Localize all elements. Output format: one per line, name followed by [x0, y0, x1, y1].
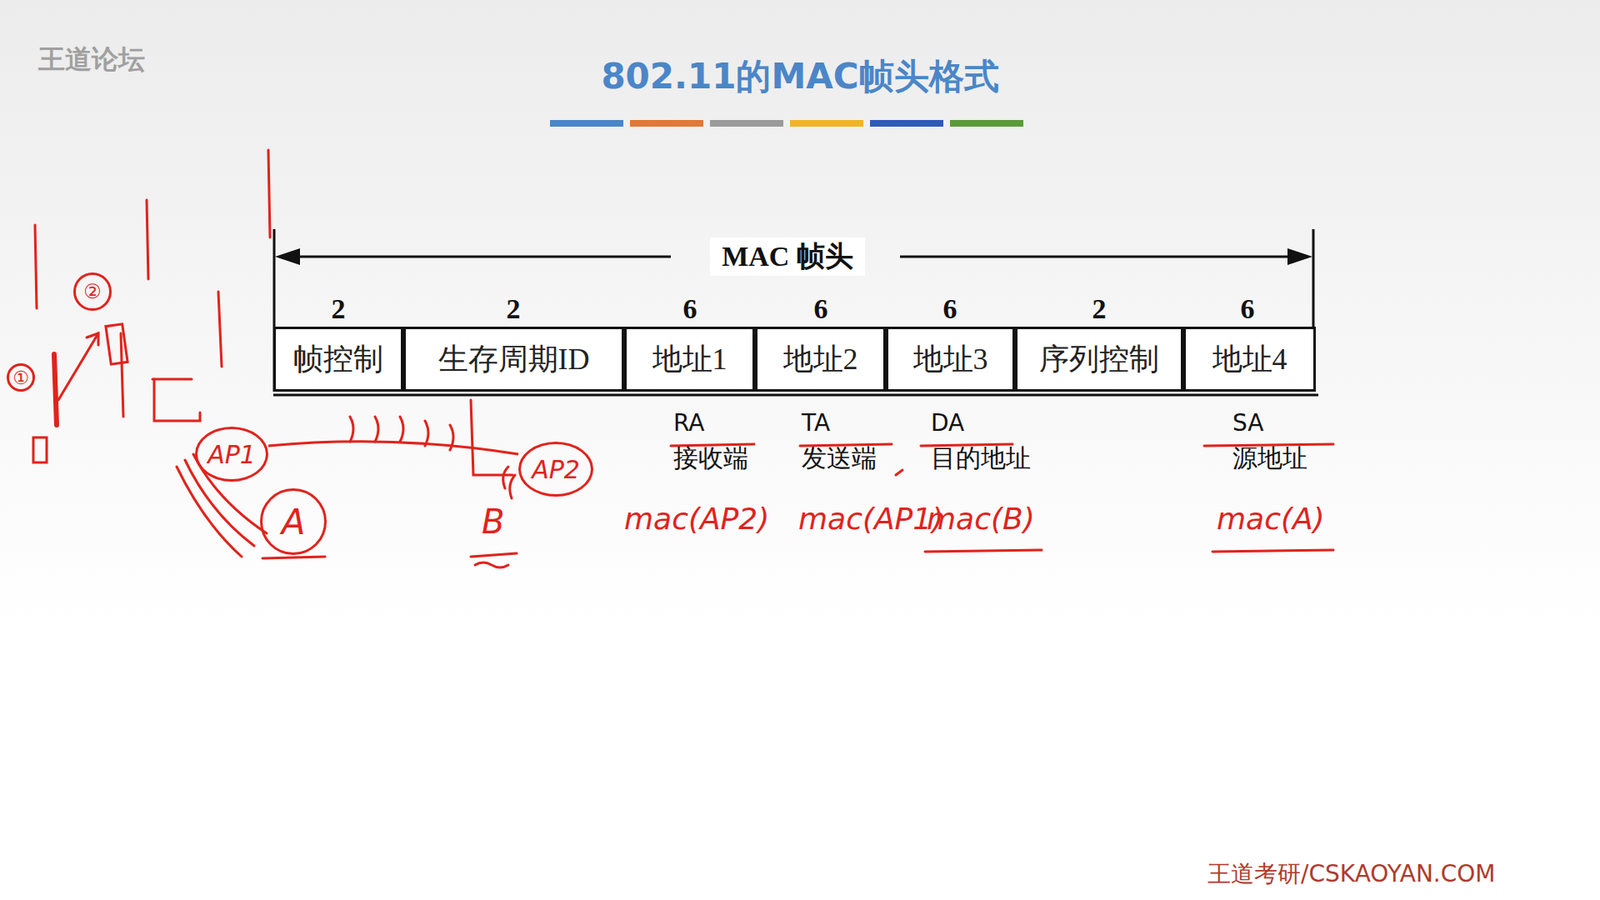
hand-circle: A: [260, 488, 327, 555]
byte-count: 6: [683, 293, 698, 325]
field-cell: 生存周期ID: [403, 326, 625, 392]
byte-count: 6: [943, 293, 958, 325]
node-text: AP1: [207, 440, 256, 470]
hand-circle: ②: [73, 272, 112, 311]
field-cell: 序列控制: [1015, 326, 1184, 392]
field-label: SA: [1232, 409, 1264, 437]
hand-note: mac(AP2): [624, 501, 770, 536]
hand-sketch: [33, 150, 1334, 568]
header-frame: [273, 229, 1319, 395]
hand-note: mac(A): [1216, 501, 1325, 536]
watermark: 王道考研/CSKAOYAN.COM: [1207, 858, 1495, 890]
title-bars: [550, 120, 1024, 127]
byte-count: 2: [331, 293, 346, 325]
field-label: 目的地址: [930, 441, 1031, 476]
hand-note: mac(AP1): [798, 501, 944, 536]
field-label: RA: [673, 409, 705, 437]
field-cell: 地址1: [624, 326, 755, 392]
watermark: 王道论坛: [38, 41, 145, 79]
hand-note: B: [481, 502, 505, 541]
node-text: 帧控制: [293, 339, 384, 380]
field-label: 接收端: [673, 441, 749, 476]
byte-count: 2: [1092, 293, 1107, 325]
node-text: ①: [12, 367, 30, 389]
field-cell: 帧控制: [273, 326, 404, 392]
header-span-label: MAC 帧头: [710, 237, 865, 276]
hand-note: mac(B): [926, 501, 1035, 536]
field-label: TA: [801, 409, 830, 437]
node-text: 生存周期ID: [438, 339, 590, 380]
node-text: 序列控制: [1039, 339, 1160, 380]
hand-circle: ①: [6, 363, 35, 392]
field-cell: 地址4: [1183, 326, 1316, 392]
field-label: DA: [930, 409, 965, 437]
hand-link: [268, 441, 519, 455]
node-text: 地址4: [1212, 339, 1288, 380]
node-text: 地址1: [652, 339, 728, 380]
slide-title: 802.11的MAC帧头格式: [600, 53, 999, 100]
node-text: 地址3: [913, 339, 989, 380]
node-text: 地址2: [783, 339, 859, 380]
node-text: A: [281, 501, 306, 543]
byte-count: 2: [506, 293, 521, 325]
node-text: ②: [83, 280, 102, 304]
field-cell: 地址3: [885, 326, 1015, 392]
field-label: 发送端: [801, 441, 877, 476]
byte-count: 6: [1240, 293, 1255, 325]
field-cell: 地址2: [755, 326, 886, 392]
byte-count: 6: [814, 293, 829, 325]
hand-circle: AP2: [518, 441, 594, 497]
hand-circle: AP1: [195, 426, 269, 482]
field-label: 源地址: [1232, 441, 1308, 476]
node-text: AP2: [531, 455, 580, 485]
